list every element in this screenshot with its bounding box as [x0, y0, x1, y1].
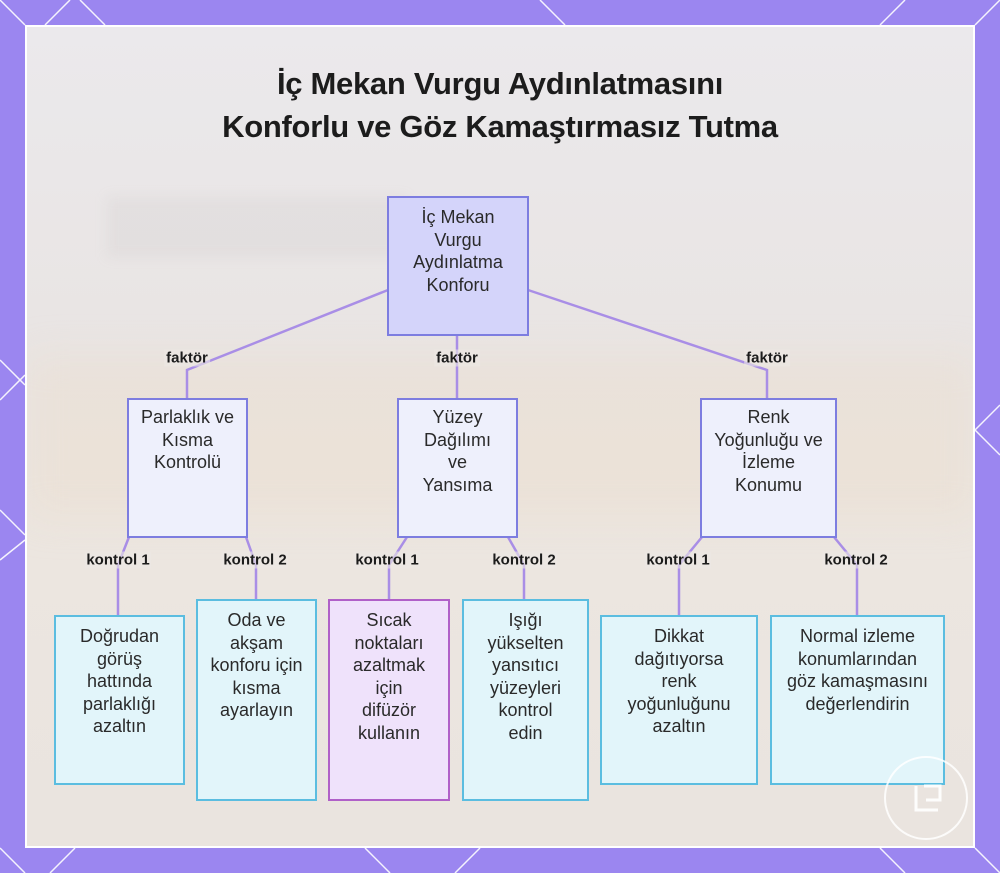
- control-node-label: Normal izleme konumlarından göz kamaşmas…: [786, 626, 929, 714]
- edge-label-control-1: kontrol 1: [644, 551, 712, 569]
- edge-f3-c1: [677, 536, 703, 616]
- control-node-label: Dikkat dağıtıyorsa renk yoğunluğunu azal…: [627, 626, 731, 736]
- watermark-logo: [884, 756, 968, 840]
- control-node: Dikkat dağıtıyorsa renk yoğunluğunu azal…: [600, 615, 758, 785]
- edge-f3-c2: [833, 536, 859, 616]
- edge-label-control-1: kontrol 1: [353, 551, 421, 569]
- edge-label-control-2: kontrol 2: [221, 551, 289, 569]
- edge-label-control-2: kontrol 2: [822, 551, 890, 569]
- control-node: Doğrudan görüş hattında parlaklığı azalt…: [54, 615, 185, 785]
- background-blur-shape: [107, 197, 407, 257]
- control-node: Oda ve akşam konforu için kısma ayarlayı…: [196, 599, 317, 801]
- root-node: İç Mekan Vurgu Aydınlatma Konforu: [387, 196, 529, 336]
- edge-label-factor: faktör: [164, 349, 210, 367]
- edge-f2-c2: [506, 536, 526, 600]
- edge-label-factor: faktör: [434, 349, 480, 367]
- factor-node-label: Yüzey Dağılımı ve Yansıma: [422, 407, 493, 495]
- edge-root-factor3: [527, 288, 769, 398]
- edge-f1-c1: [116, 536, 131, 616]
- title-line-1: İç Mekan Vurgu Aydınlatmasını: [276, 66, 724, 101]
- edge-label-control-1: kontrol 1: [84, 551, 152, 569]
- control-node-label: Sıcak noktaları azaltmak için difüzör ku…: [352, 610, 426, 743]
- edge-label-factor: faktör: [744, 349, 790, 367]
- control-node-label: Oda ve akşam konforu için kısma ayarlayı…: [210, 610, 303, 720]
- factor-node-label: Renk Yoğunluğu ve İzleme Konumu: [714, 407, 823, 495]
- control-node-label: Işığı yükselten yansıtıcı yüzeyleri kont…: [487, 610, 564, 743]
- factor-node-brightness: Parlaklık ve Kısma Kontrolü: [127, 398, 248, 538]
- edge-label-control-2: kontrol 2: [490, 551, 558, 569]
- control-node-highlighted: Sıcak noktaları azaltmak için difüzör ku…: [328, 599, 450, 801]
- factor-node-label: Parlaklık ve Kısma Kontrolü: [140, 407, 235, 472]
- logo-icon: [914, 784, 942, 812]
- diagram-title: İç Mekan Vurgu Aydınlatmasını Konforlu v…: [0, 62, 1000, 148]
- factor-node-surface: Yüzey Dağılımı ve Yansıma: [397, 398, 518, 538]
- edge-root-factor1: [185, 288, 389, 398]
- control-node: Işığı yükselten yansıtıcı yüzeyleri kont…: [462, 599, 589, 801]
- title-line-2: Konforlu ve Göz Kamaştırmasız Tutma: [222, 109, 778, 144]
- root-node-label: İç Mekan Vurgu Aydınlatma Konforu: [413, 207, 503, 295]
- edge-f2-c1: [387, 536, 409, 600]
- edge-f1-c2: [244, 536, 258, 600]
- factor-node-color: Renk Yoğunluğu ve İzleme Konumu: [700, 398, 837, 538]
- control-node-label: Doğrudan görüş hattında parlaklığı azalt…: [79, 626, 160, 736]
